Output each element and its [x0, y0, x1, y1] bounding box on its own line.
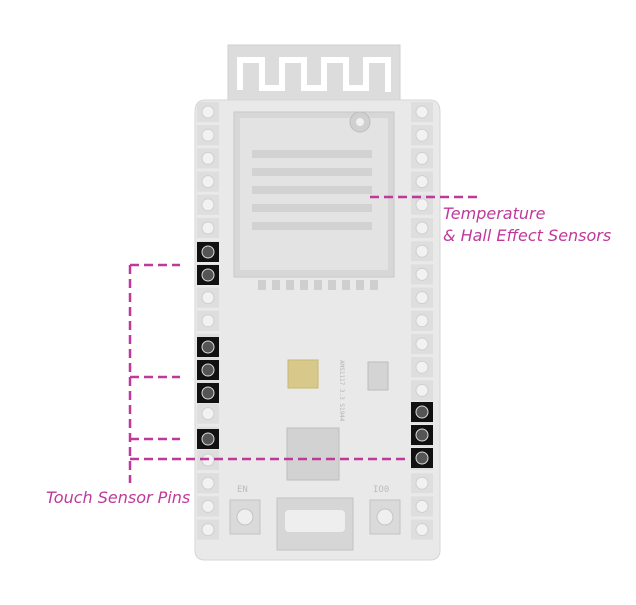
usb-port: [276, 497, 354, 551]
right-pin-hole: [415, 360, 429, 374]
en-button-label: EN: [237, 485, 248, 495]
antenna: [227, 44, 401, 106]
right-pin-hole: [415, 314, 429, 328]
right-pin-hole: [415, 476, 429, 490]
module-pads: [258, 280, 378, 290]
left-header-pins: [197, 102, 219, 540]
touch-pins-right: [411, 402, 433, 468]
callout-lines: [128, 195, 480, 483]
left-pin-hole: [201, 291, 215, 305]
right-pin-hole: [415, 499, 429, 513]
touch-pin-left-hole: [201, 245, 215, 259]
left-pin-hole: [201, 499, 215, 513]
touch-pin-right-hole: [415, 451, 429, 465]
left-pin-hole: [201, 523, 215, 537]
wifi-module: [233, 111, 395, 278]
left-pin-hole: [201, 175, 215, 189]
right-pin-hole: [415, 198, 429, 212]
touch-pin-left-hole: [201, 340, 215, 354]
right-pin-hole: [415, 175, 429, 189]
right-pin-hole: [415, 128, 429, 142]
right-pin-hole: [415, 383, 429, 397]
left-pin-hole: [201, 314, 215, 328]
touch-pins-left: [197, 242, 219, 449]
left-pin-hole: [201, 105, 215, 119]
buttons: EN IO0: [229, 485, 401, 535]
touch-pin-right-hole: [415, 405, 429, 419]
right-pin-hole: [415, 151, 429, 165]
left-pin-hole: [201, 151, 215, 165]
touch-sensor-label: Touch Sensor Pins: [46, 488, 191, 507]
right-header-pins: [411, 102, 433, 540]
temperature-label-line2: & Hall Effect Sensors: [443, 226, 612, 245]
svg-text:AMS1117 3.3 S1944: AMS1117 3.3 S1944: [338, 360, 345, 422]
right-pin-hole: [415, 105, 429, 119]
touch-pin-left-hole: [201, 363, 215, 377]
left-pin-hole: [201, 221, 215, 235]
temperature-label-line1: Temperature: [443, 204, 546, 223]
left-pin-hole: [201, 198, 215, 212]
right-pin-hole: [415, 221, 429, 235]
right-pin-hole: [415, 523, 429, 537]
right-pin-hole: [415, 267, 429, 281]
touch-pin-left-hole: [201, 386, 215, 400]
right-pin-hole: [415, 244, 429, 258]
io0-button-label: IO0: [373, 485, 389, 495]
left-pin-hole: [201, 476, 215, 490]
regulator-chip: AMS1117 3.3 S1944: [287, 359, 389, 422]
left-pin-hole: [201, 128, 215, 142]
left-pin-hole: [201, 407, 215, 421]
touch-pin-left-hole: [201, 432, 215, 446]
temperature-sensor-label: Temperature & Hall Effect Sensors: [443, 203, 611, 247]
touch-pin-right-hole: [415, 428, 429, 442]
usb-chip: [286, 427, 340, 481]
right-pin-hole: [415, 291, 429, 305]
touch-pin-left-hole: [201, 268, 215, 282]
right-pin-hole: [415, 337, 429, 351]
